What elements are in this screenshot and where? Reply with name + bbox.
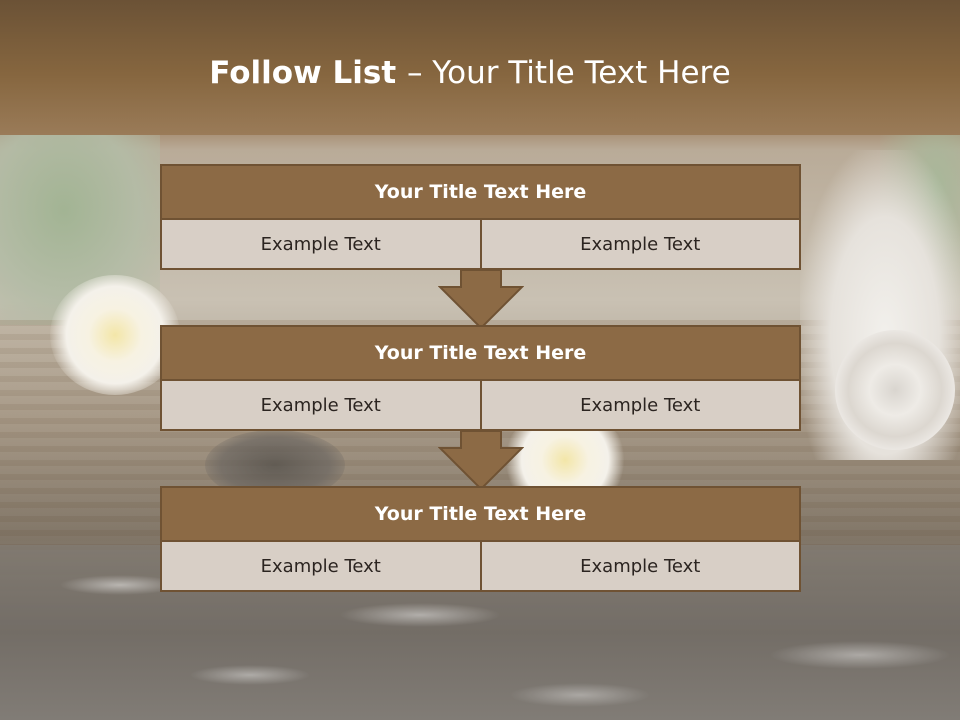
background-towel-roll xyxy=(835,330,955,450)
block-row: Example Text Example Text xyxy=(160,220,801,270)
background-flower-left xyxy=(50,275,180,395)
block-cell-left: Example Text xyxy=(160,220,482,270)
block-cell-right: Example Text xyxy=(481,381,801,431)
block-cell-right: Example Text xyxy=(481,220,801,270)
slide-title-rest: – Your Title Text Here xyxy=(406,55,731,91)
block-cell-left: Example Text xyxy=(160,542,482,592)
block-title: Your Title Text Here xyxy=(160,486,801,542)
block-title: Your Title Text Here xyxy=(160,325,801,381)
block-cell-left: Example Text xyxy=(160,381,482,431)
down-arrow-icon xyxy=(438,270,524,330)
list-block-2: Your Title Text Here Example Text Exampl… xyxy=(160,325,801,431)
block-cell-right: Example Text xyxy=(481,542,801,592)
block-row: Example Text Example Text xyxy=(160,542,801,592)
block-row: Example Text Example Text xyxy=(160,381,801,431)
block-title: Your Title Text Here xyxy=(160,164,801,220)
list-block-3: Your Title Text Here Example Text Exampl… xyxy=(160,486,801,592)
slide-title: Follow List – Your Title Text Here xyxy=(0,55,940,91)
down-arrow-icon xyxy=(438,431,524,491)
list-block-1: Your Title Text Here Example Text Exampl… xyxy=(160,164,801,270)
slide-title-bold: Follow List xyxy=(209,55,407,91)
background-top-band xyxy=(0,0,960,135)
